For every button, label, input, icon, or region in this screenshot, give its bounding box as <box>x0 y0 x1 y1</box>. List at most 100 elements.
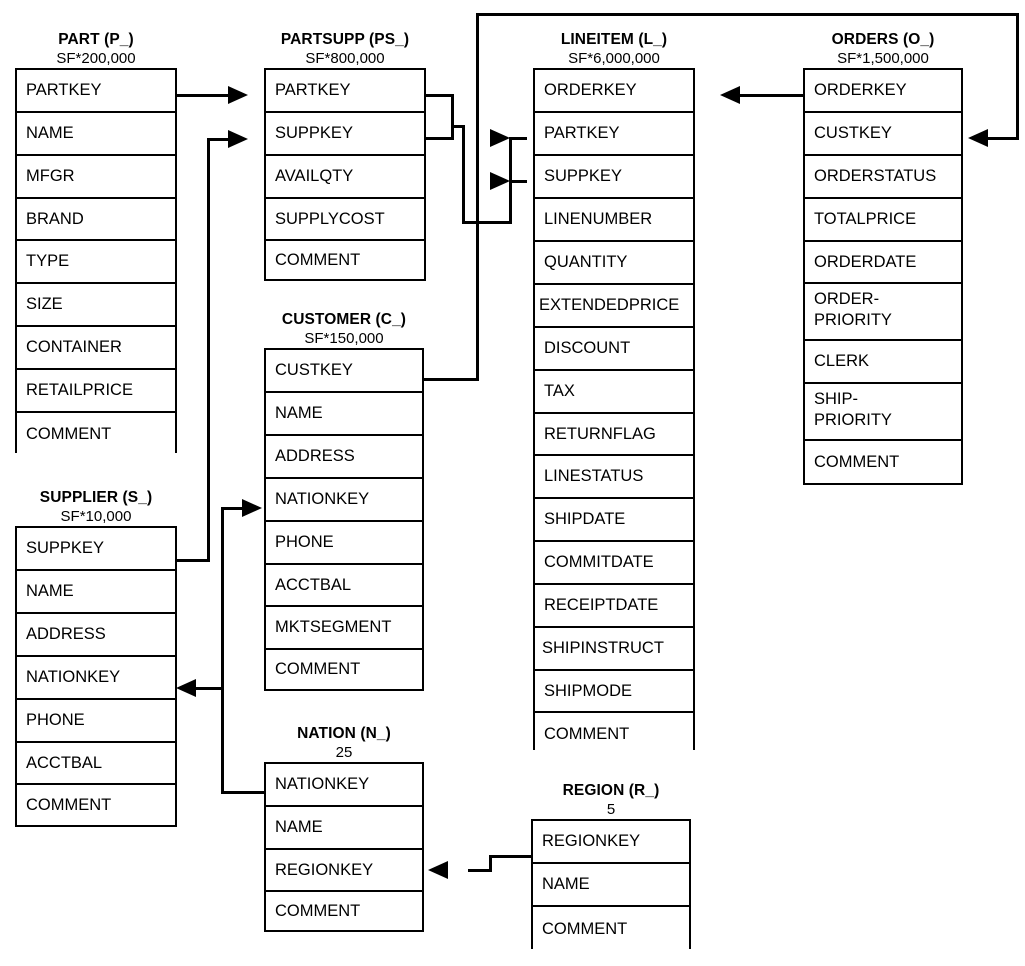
connector-part-partsupp-arrow <box>228 86 248 104</box>
field-lineitem-commitdate: COMMITDATE <box>535 542 693 585</box>
field-part-retailprice: RETAILPRICE <box>17 370 175 413</box>
table-orders-box: ORDERKEY CUSTKEY ORDERSTATUS TOTALPRICE … <box>803 68 963 485</box>
table-orders-title: ORDERS (O_) <box>831 31 935 48</box>
table-part-title: PART (P_) <box>58 31 134 48</box>
table-customer: CUSTOMER (C_) SF*150,000 CUSTKEY NAME AD… <box>264 310 424 691</box>
connector-supplier-partsupp-h1 <box>176 559 210 562</box>
connector-region-nation-arrow <box>428 861 448 879</box>
connector-customer-orders-h-in <box>988 137 1019 140</box>
connector-lineitem-suppkey-h <box>509 180 527 183</box>
field-orders-clerk: CLERK <box>805 341 961 384</box>
connector-ps-suppkey-h <box>426 137 454 140</box>
field-orders-shippriority-line1: SHIP- <box>814 390 859 408</box>
table-region-box: REGIONKEY NAME COMMENT <box>531 819 691 951</box>
field-lineitem-tax: TAX <box>535 371 693 414</box>
connector-region-nation-h2 <box>468 869 492 872</box>
field-orders-orderpriority-line1: ORDER- <box>814 290 880 308</box>
field-nation-comment: COMMENT <box>266 892 422 930</box>
field-region-name: NAME <box>533 864 689 907</box>
table-part: PART (P_) SF*200,000 PARTKEY NAME MFGR B… <box>15 30 177 455</box>
field-supplier-suppkey: SUPPKEY <box>17 528 175 571</box>
table-lineitem-cardinality: SF*6,000,000 <box>568 50 660 67</box>
field-customer-mktsegment: MKTSEGMENT <box>266 607 422 650</box>
connector-customer-orders-v-left <box>476 13 479 381</box>
field-customer-acctbal: ACCTBAL <box>266 565 422 607</box>
table-partsupp-box: PARTKEY SUPPKEY AVAILQTY SUPPLYCOST COMM… <box>264 68 426 281</box>
connector-nation-customer-h <box>221 507 246 510</box>
field-lineitem-discount: DISCOUNT <box>535 328 693 371</box>
field-orders-orderdate: ORDERDATE <box>805 242 961 284</box>
field-part-brand: BRAND <box>17 199 175 241</box>
field-supplier-phone: PHONE <box>17 700 175 743</box>
connector-region-nation-h1 <box>489 855 532 858</box>
table-nation-box: NATIONKEY NAME REGIONKEY COMMENT <box>264 762 424 932</box>
field-part-name: NAME <box>17 113 175 156</box>
field-lineitem-shipinstruct: SHIPINSTRUCT <box>535 628 693 671</box>
field-part-mfgr: MFGR <box>17 156 175 199</box>
table-orders: ORDERS (O_) SF*1,500,000 ORDERKEY CUSTKE… <box>803 30 963 485</box>
connector-nation-bus-h-bottom <box>221 791 265 794</box>
field-supplier-comment: COMMENT <box>17 785 175 825</box>
field-part-size: SIZE <box>17 284 175 327</box>
table-lineitem: LINEITEM (L_) SF*6,000,000 ORDERKEY PART… <box>533 30 695 756</box>
table-nation: NATION (N_) 25 NATIONKEY NAME REGIONKEY … <box>264 724 424 932</box>
field-region-regionkey: REGIONKEY <box>533 821 689 864</box>
field-partsupp-partkey: PARTKEY <box>266 70 424 113</box>
field-orders-orderstatus: ORDERSTATUS <box>805 156 961 199</box>
table-part-box: PARTKEY NAME MFGR BRAND TYPE SIZE CONTAI… <box>15 68 177 455</box>
field-lineitem-quantity: QUANTITY <box>535 242 693 285</box>
field-lineitem-receiptdate: RECEIPTDATE <box>535 585 693 628</box>
field-orders-totalprice: TOTALPRICE <box>805 199 961 242</box>
field-lineitem-shipdate: SHIPDATE <box>535 499 693 542</box>
field-nation-name: NAME <box>266 807 422 850</box>
field-partsupp-supplycost: SUPPLYCOST <box>266 199 424 241</box>
field-orders-orderpriority: ORDER- PRIORITY <box>805 284 961 341</box>
field-supplier-name: NAME <box>17 571 175 614</box>
connector-customer-orders-arrow <box>968 129 988 147</box>
field-customer-comment: COMMENT <box>266 650 422 689</box>
field-customer-name: NAME <box>266 393 422 436</box>
table-lineitem-box: ORDERKEY PARTKEY SUPPKEY LINENUMBER QUAN… <box>533 68 695 756</box>
field-partsupp-comment: COMMENT <box>266 241 424 279</box>
table-part-cardinality: SF*200,000 <box>56 50 136 67</box>
field-partsupp-availqty: AVAILQTY <box>266 156 424 199</box>
connector-orders-lineitem-arrow <box>720 86 740 104</box>
connector-ps-suppkey-v <box>451 125 454 140</box>
connector-customer-orders-v-right <box>1016 13 1019 139</box>
field-lineitem-returnflag: RETURNFLAG <box>535 414 693 456</box>
connector-lineitem-partkey-h <box>509 137 527 140</box>
connector-ps-merge-v <box>462 125 465 224</box>
table-region: REGION (R_) 5 REGIONKEY NAME COMMENT <box>531 781 691 951</box>
connector-ps-partkey-v <box>451 94 454 128</box>
connector-supplier-partsupp-v <box>207 138 210 562</box>
table-nation-title: NATION (N_) <box>297 725 391 742</box>
table-supplier: SUPPLIER (S_) SF*10,000 SUPPKEY NAME ADD… <box>15 488 177 827</box>
connector-nation-bus-v <box>221 507 224 794</box>
field-supplier-address: ADDRESS <box>17 614 175 657</box>
field-orders-shippriority: SHIP- PRIORITY <box>805 384 961 441</box>
connector-customer-orders-h-top <box>476 13 1019 16</box>
field-orders-orderkey: ORDERKEY <box>805 70 961 113</box>
field-part-comment: COMMENT <box>17 413 175 455</box>
table-partsupp-cardinality: SF*800,000 <box>305 50 385 67</box>
field-partsupp-suppkey: SUPPKEY <box>266 113 424 156</box>
table-nation-cardinality: 25 <box>335 744 353 761</box>
field-orders-orderpriority-line2: PRIORITY <box>814 311 892 329</box>
table-customer-title: CUSTOMER (C_) <box>281 311 407 328</box>
field-part-container: CONTAINER <box>17 327 175 370</box>
connector-part-partsupp-line <box>176 94 232 97</box>
connector-lineitem-suppkey-arrow <box>490 172 510 190</box>
connector-supplier-partsupp-arrow <box>228 130 248 148</box>
connector-ps-partkey-h <box>426 94 454 97</box>
field-supplier-nationkey: NATIONKEY <box>17 657 175 700</box>
field-customer-address: ADDRESS <box>266 436 422 479</box>
table-customer-cardinality: SF*150,000 <box>304 330 384 347</box>
table-customer-box: CUSTKEY NAME ADDRESS NATIONKEY PHONE ACC… <box>264 348 424 691</box>
connector-lineitem-partkey-arrow <box>490 129 510 147</box>
field-lineitem-linenumber: LINENUMBER <box>535 199 693 242</box>
field-orders-custkey: CUSTKEY <box>805 113 961 156</box>
field-lineitem-partkey: PARTKEY <box>535 113 693 156</box>
connector-nation-customer-arrow <box>242 499 262 517</box>
table-supplier-title: SUPPLIER (S_) <box>39 489 153 506</box>
connector-region-nation-v <box>489 855 492 871</box>
